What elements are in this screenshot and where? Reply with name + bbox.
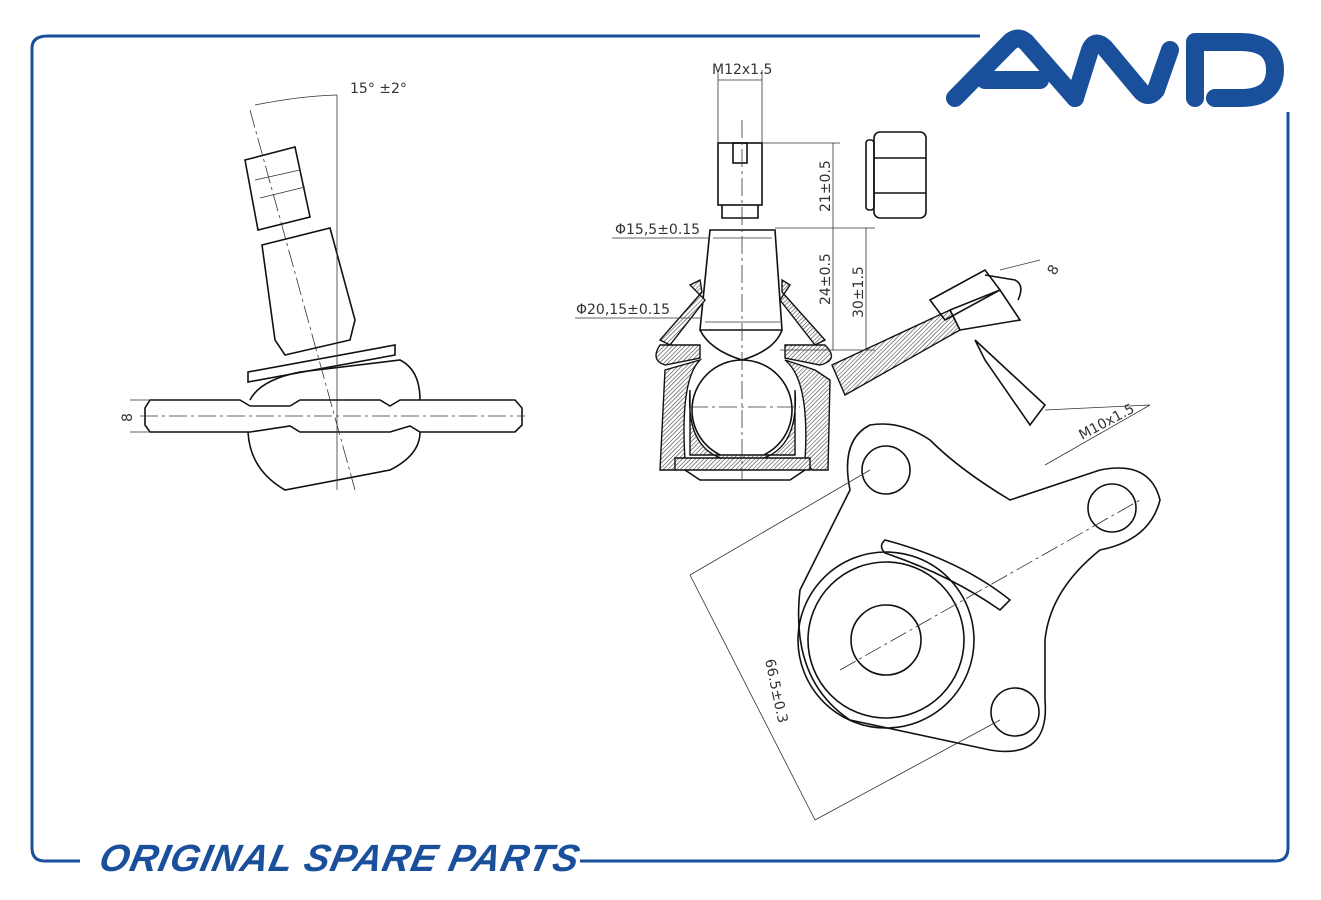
flange-thickness-dimension: 8 — [120, 413, 136, 422]
taper-bottom-diameter: Φ20,15±0.15 — [576, 302, 670, 318]
section-view — [575, 70, 961, 481]
thread-length-dimension: 21±0.5 — [818, 160, 834, 212]
taper-top-diameter: Φ15,5±0.15 — [615, 222, 700, 238]
amd-logo — [946, 29, 1284, 107]
taper-length-dimension: 24±0.5 — [818, 253, 834, 305]
frame-border — [30, 34, 1290, 863]
nut — [865, 131, 927, 219]
side-view — [130, 94, 525, 491]
thread-dimension: M12x1.5 — [712, 62, 772, 78]
hole-spacing-dimension: 66.5±0.3 — [761, 658, 790, 725]
total-height-dimension: 30±1.5 — [851, 266, 867, 318]
bolt-dimension: 8 — [1045, 262, 1063, 278]
top-view — [689, 259, 1161, 821]
angle-dimension: 15° ±2° — [350, 81, 407, 97]
footer-slogan: ORIGINAL SPARE PARTS — [95, 838, 585, 880]
